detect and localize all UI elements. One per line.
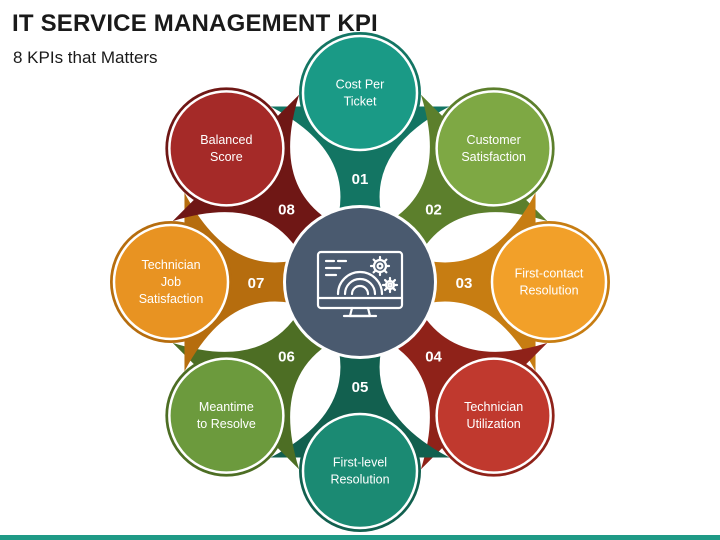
kpi-number-04: 04 [425, 349, 442, 366]
kpi-node-circle [168, 357, 285, 474]
page-subtitle: 8 KPIs that Matters [13, 48, 158, 67]
kpi-label-line: to Resolve [197, 417, 256, 431]
kpi-number-06: 06 [278, 349, 295, 366]
kpi-label-line: Customer [467, 133, 521, 147]
kpi-label-line: Satisfaction [139, 292, 204, 306]
bottom-accent-bar [0, 535, 720, 540]
kpi-number-05: 05 [352, 379, 369, 396]
kpi-number-01: 01 [352, 171, 369, 188]
kpi-label-line: First-level [333, 456, 387, 470]
kpi-node-circle [435, 90, 552, 207]
kpi-label-line: Meantime [199, 400, 254, 414]
kpi-label-line: First-contact [515, 267, 584, 281]
kpi-number-03: 03 [456, 275, 473, 292]
kpi-number-07: 07 [248, 275, 265, 292]
hub-circle [286, 208, 434, 356]
kpi-node-06: Meantime to Resolve [165, 354, 288, 477]
kpi-label-line: Satisfaction [461, 150, 526, 164]
kpi-label-line: Technician [464, 400, 523, 414]
kpi-node-circle [301, 412, 419, 530]
monitor-dashboard-gears-icon [316, 250, 404, 318]
kpi-number-08: 08 [278, 201, 295, 218]
kpi-label-line: Cost Per [336, 78, 385, 92]
kpi-node-circle [168, 90, 285, 207]
kpi-node-circle [435, 357, 552, 474]
kpi-label-line: Balanced [200, 133, 252, 147]
kpi-node-circle [490, 223, 608, 341]
kpi-label-line: Technician [141, 258, 200, 272]
kpi-label-line: Score [210, 150, 243, 164]
kpi-label-line: Resolution [330, 473, 389, 487]
page-title: IT SERVICE MANAGEMENT KPI [12, 10, 378, 37]
kpi-label-line: Utilization [467, 417, 521, 431]
kpi-label-line: Ticket [344, 95, 377, 109]
kpi-number-02: 02 [425, 201, 442, 218]
kpi-node-circle [112, 223, 230, 341]
kpi-label-line: Resolution [519, 284, 578, 298]
kpi-label-line: Job [161, 275, 181, 289]
kpi-node-circle [301, 34, 419, 152]
